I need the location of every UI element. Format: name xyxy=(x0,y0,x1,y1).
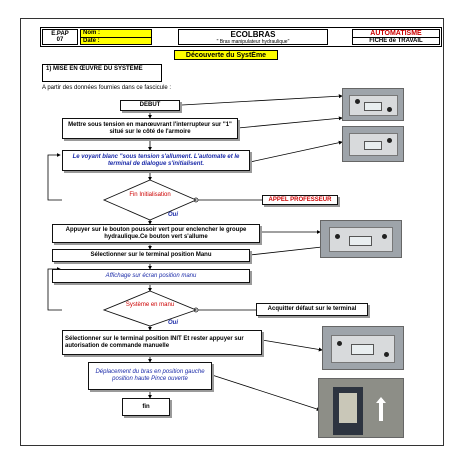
panel-photo-1 xyxy=(342,88,404,121)
epap-cell: E.PAP 07 xyxy=(42,29,78,45)
header-bar xyxy=(40,27,442,47)
acknowledge-fault-box: Acquitter défaut sur le terminal xyxy=(256,303,368,316)
panel-photo-2 xyxy=(342,126,404,162)
fin-box: fin xyxy=(122,398,170,416)
step-arm-move: Déplacement du bras en position gauche p… xyxy=(88,362,212,390)
oui-label-2: Oui xyxy=(168,320,178,326)
title-cell: ECOLBRAS " Bras manipulateur hydraulique… xyxy=(178,29,328,45)
date-label: Date : xyxy=(83,38,100,44)
call-teacher-box: APPEL PROFESSEUR xyxy=(262,195,338,205)
worksheet-page xyxy=(20,18,444,446)
debut-box: DEBUT xyxy=(120,100,180,111)
decision-diamond-2 xyxy=(102,290,198,327)
panel-photo-3 xyxy=(320,220,402,258)
step-hydraulic-button: Appuyer sur le bouton poussoir vert pour… xyxy=(52,224,260,243)
decision-diamond-1 xyxy=(102,179,198,221)
step-select-manu: Sélectionner sur le terminal position Ma… xyxy=(52,249,250,262)
decision-end-init: Fin Initialisation xyxy=(129,192,171,198)
main-title: ECOLBRAS xyxy=(230,30,276,39)
epap-number: 07 xyxy=(56,37,64,43)
oui-label-1: Oui xyxy=(168,212,178,218)
step-select-init: Sélectionner sur le terminal position IN… xyxy=(62,330,262,355)
step-indicator-light: Le voyant blanc "sous tension s'allument… xyxy=(62,150,250,171)
fiche-label: FICHE de TRAVAIL xyxy=(353,37,439,44)
main-subtitle: " Bras manipulateur hydraulique" xyxy=(216,39,290,45)
section-title: 1) MISE EN ŒUVRE DU SYSTÈME xyxy=(42,64,162,82)
panel-photo-4 xyxy=(322,326,404,370)
step-power-on: Mettre sous tension en manœuvrant l'inte… xyxy=(62,118,238,139)
type-cell: AUTOMATISME FICHE de TRAVAIL xyxy=(352,29,440,45)
automatisme-label: AUTOMATISME xyxy=(370,30,422,37)
robot-arm-photo xyxy=(318,378,404,438)
nom-label: Nom : xyxy=(81,30,151,38)
page-title: Découverte du SystÈme xyxy=(174,50,278,60)
name-date-cell: Nom : Date : xyxy=(80,29,152,45)
epap-label: E.PAP xyxy=(51,31,69,37)
intro-text: A partir des données fournies dans ce fa… xyxy=(42,85,172,91)
step-display-manu: Affichage sur écran position manu xyxy=(52,269,250,283)
decision-system-manu: Système en manu xyxy=(125,302,175,308)
